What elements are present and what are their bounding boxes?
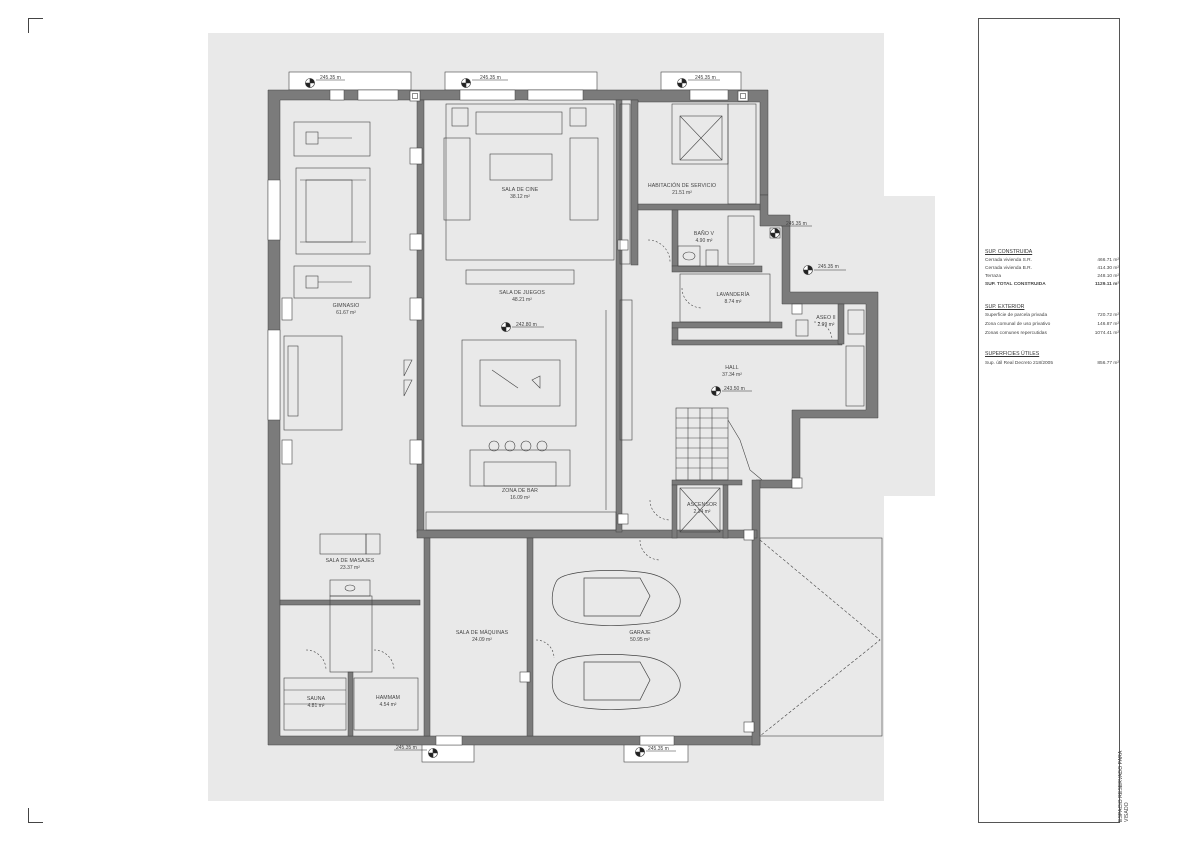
level-text: 245.35 m — [695, 75, 716, 81]
room-name-gimnasio: GIMNASIO — [333, 303, 360, 309]
visado-stamp-label: ESPACIO RESERVADO PARA VISADO — [1118, 750, 1130, 822]
room-name-habitacion-de-servicio: HABITACIÓN DE SERVICIO — [648, 182, 716, 189]
room-area-hammam: 4.54 m² — [380, 702, 397, 708]
row-label: Superficie de parcela privada — [985, 313, 1048, 318]
room-area-bano-v: 4.90 m² — [696, 238, 713, 244]
row-value: 856.77 m² — [1097, 361, 1119, 366]
room-area-habitacion-de-servicio: 21.51 m² — [672, 190, 692, 196]
interior-wall — [637, 203, 761, 211]
level-text: 243.50 m — [724, 386, 745, 392]
level-markers — [305, 78, 846, 758]
room-name-hammam: HAMMAM — [376, 695, 400, 701]
interior-wall — [671, 484, 678, 539]
room-name-lavanderia: LAVANDERÍA — [716, 291, 750, 298]
table-row: Zona comunal de uso privativo 146.87 m² — [985, 322, 1119, 330]
room-area-lavanderia: 8.74 m² — [725, 299, 742, 305]
surface-table-panel: SUP. CONSTRUIDA Cerrada vivienda S.R. 466… — [978, 18, 1120, 823]
row-label: Cerrada vivienda S.R. — [985, 258, 1032, 263]
room-area-sala-de-masajes: 23.37 m² — [340, 565, 360, 571]
room-name-zona-de-bar: ZONA DE BAR — [502, 488, 538, 494]
room-name-sala-de-masajes: SALA DE MASAJES — [326, 558, 375, 564]
room-area-sala-de-cine: 38.12 m² — [510, 194, 530, 200]
row-label: Terraza — [985, 274, 1001, 279]
interior-wall — [671, 321, 783, 329]
level-text: 245.35 m — [396, 745, 417, 751]
table-row: Sup. útil Real Decreto 218/2005 856.77 m² — [985, 361, 1119, 369]
row-label: Zona comunal de uso privativo — [985, 322, 1051, 327]
row-value: 466.71 m² — [1097, 258, 1119, 263]
room-area-sauna: 4.81 m² — [308, 703, 325, 709]
room-name-sala-de-cine: SALA DE CINE — [502, 187, 539, 193]
level-text: 245.35 m — [648, 746, 669, 752]
room-name-ascensor: ASCENSOR — [687, 502, 717, 508]
room-name-hall: HALL — [725, 365, 738, 371]
interior-wall — [671, 479, 743, 486]
interior-wall — [630, 99, 639, 266]
room-name-aseo-ii: ASEO II — [816, 315, 835, 321]
room-area-gimnasio: 61.67 m² — [336, 310, 356, 316]
section-title-construida: SUP. CONSTRUIDA — [985, 249, 1033, 255]
row-label: Zonas comunes repercutidas — [985, 331, 1047, 336]
row-label: Cerrada vivienda B.R. — [985, 266, 1032, 271]
table-row: Cerrada vivienda B.R. 414.30 m² — [985, 266, 1119, 274]
table-row: Cerrada vivienda S.R. 466.71 m² — [985, 258, 1119, 266]
level-text: 245.35 m — [480, 75, 501, 81]
table-row: Zonas comunes repercutidas 1074.41 m² — [985, 331, 1119, 339]
table-row: Terraza 248.10 m² — [985, 274, 1119, 282]
interior-wall — [671, 265, 763, 273]
interior-wall — [526, 537, 534, 737]
level-text: 245.35 m — [320, 75, 341, 81]
interior-wall — [423, 537, 431, 737]
car-outline — [551, 654, 681, 710]
room-name-sala-de-juegos: SALA DE JUEGOS — [499, 290, 545, 296]
interior-wall — [671, 339, 843, 346]
level-text: 242.80 m — [516, 322, 537, 328]
crop-mark-bottom-left — [28, 808, 43, 823]
row-value: 248.10 m² — [1097, 274, 1119, 279]
section-title-exterior: SUP. EXTERIOR — [985, 304, 1025, 310]
room-name-bano-v: BAÑO V — [694, 230, 715, 237]
row-label: Sup. útil Real Decreto 218/2005 — [985, 361, 1053, 366]
section-title-utiles: SUPERFICIES ÚTILES — [985, 351, 1040, 357]
table-row: Superficie de parcela privada 720.72 m² — [985, 313, 1119, 321]
interior-wall — [837, 303, 845, 345]
room-area-hall: 37.34 m² — [722, 372, 742, 378]
interior-wall — [722, 484, 729, 539]
interior-wall — [279, 599, 421, 606]
room-area-sala-de-maquinas: 24.09 m² — [472, 637, 492, 643]
crop-mark-top-left — [28, 18, 43, 33]
row-value: 720.72 m² — [1097, 313, 1119, 318]
interior-wall — [671, 209, 679, 267]
car-outline — [551, 570, 681, 626]
row-value: 1074.41 m² — [1094, 331, 1119, 336]
room-area-garaje: 50.95 m² — [630, 637, 650, 643]
row-label: SUP. TOTAL CONSTRUIDA — [985, 282, 1046, 287]
row-value: 146.87 m² — [1097, 322, 1119, 327]
room-area-aseo-ii: 2.99 m² — [818, 322, 835, 328]
room-name-garaje: GARAJE — [629, 630, 651, 636]
room-name-sala-de-maquinas: SALA DE MÁQUINAS — [456, 629, 509, 636]
room-area-ascensor: 2.34 m² — [694, 509, 711, 515]
interior-wall — [416, 529, 758, 539]
level-text: 245.35 m — [786, 221, 807, 227]
room-name-sauna: SAUNA — [307, 696, 326, 702]
interior-wall — [615, 99, 623, 533]
row-value: 1129.11 m² — [1094, 282, 1119, 287]
row-value: 414.30 m² — [1097, 266, 1119, 271]
room-area-zona-de-bar: 16.09 m² — [510, 495, 530, 501]
table-row-total: SUP. TOTAL CONSTRUIDA 1129.11 m² — [985, 282, 1119, 290]
interior-wall — [347, 671, 354, 737]
room-area-sala-de-juegos: 48.21 m² — [512, 297, 532, 303]
level-text: 245.35 m — [818, 264, 839, 270]
outer-wall-segment — [751, 479, 761, 746]
site-background — [208, 33, 884, 801]
